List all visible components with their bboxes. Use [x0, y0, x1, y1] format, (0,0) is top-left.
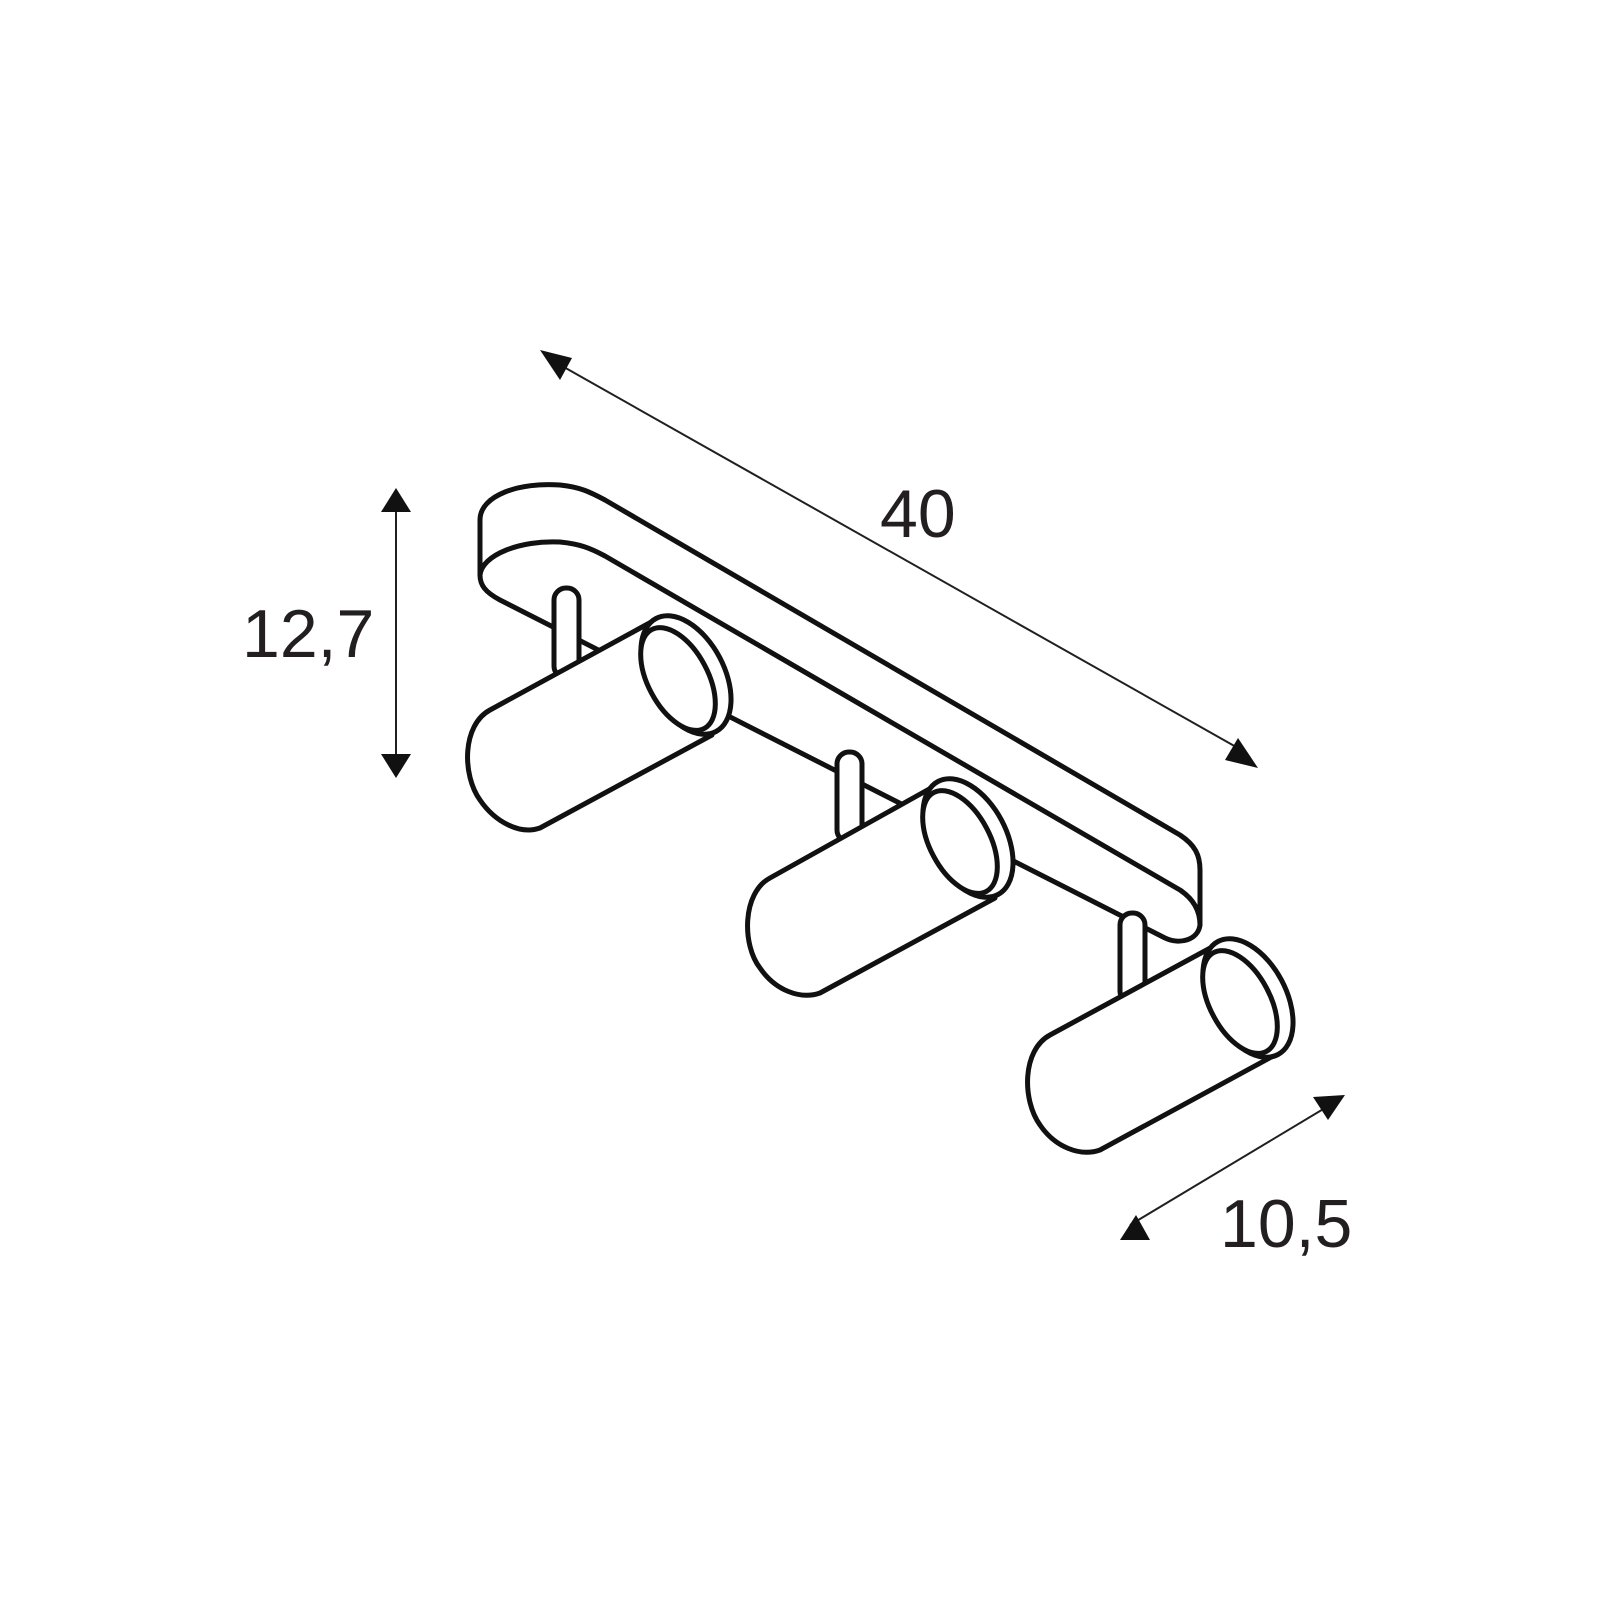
depth-label: 10,5 — [1220, 1186, 1353, 1262]
height-dimension-arrow — [381, 488, 411, 778]
arrowhead-icon — [1120, 1215, 1150, 1240]
spotlight-1 — [465, 585, 734, 833]
arrowhead-icon — [381, 754, 411, 778]
depth-dimension-arrow — [1120, 1095, 1345, 1240]
arrowhead-icon — [540, 350, 572, 380]
spotlight-3 — [1025, 910, 1296, 1155]
spotlight-2 — [745, 749, 1016, 998]
length-dimension-arrow — [540, 350, 1258, 768]
arrowhead-icon — [1225, 738, 1258, 768]
height-label: 12,7 — [242, 596, 375, 672]
base-plate — [477, 482, 1203, 944]
length-label: 40 — [880, 476, 956, 552]
arrowhead-icon — [381, 488, 411, 512]
arrowhead-icon — [1313, 1095, 1345, 1120]
